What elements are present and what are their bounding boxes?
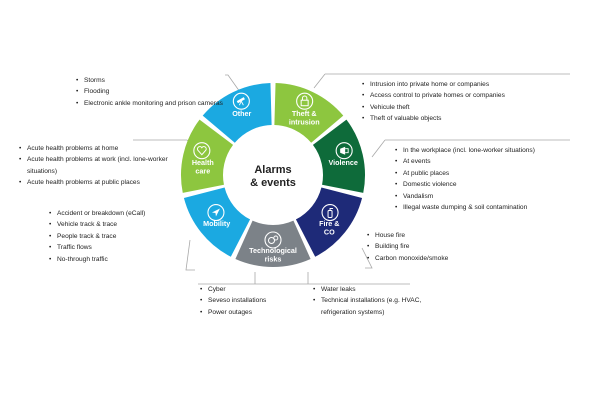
list-item: In the workplace (incl. lone-worker situ… [394,145,594,157]
segment-tech [235,220,311,267]
segment-theft [274,83,344,143]
list-item: Power outages [199,307,309,319]
segment-label: Health [192,158,214,167]
segment-label: CO [324,227,335,236]
list-item: Flooding [75,86,225,98]
list-item: Traffic flows [48,242,198,254]
list-item: Water leaks [312,284,422,296]
telescope-icon [232,92,250,110]
list-item: Electronic ankle monitoring and prison c… [75,98,225,110]
list-item: Carbon monoxide/smoke [366,253,516,265]
segment-label: Other [232,109,251,118]
list-item: At public places [394,168,594,180]
list-item: Cyber [199,284,309,296]
navigation-icon [207,203,225,222]
list-fire: House fireBuilding fireCarbon monoxide/s… [366,230,516,265]
list-item: At events [394,156,594,168]
list-item: No-through traffic [48,254,198,266]
list-item: Access control to private homes or compa… [361,90,561,102]
center-title: Alarms [254,164,291,176]
list-item: Acute health problems at work (incl. lon… [18,154,188,177]
list-violence: In the workplace (incl. lone-worker situ… [394,145,594,214]
list-other: StormsFloodingElectronic ankle monitorin… [75,75,225,110]
list-item: Domestic violence [394,179,594,191]
segment-other [202,83,272,143]
segment-label: Theft & [292,109,317,118]
segment-label: Fire & [319,219,339,228]
list-item: Accident or breakdown (eCall) [48,208,198,220]
list-theft: Intrusion into private home or companies… [361,79,561,125]
list-health: Acute health problems at homeAcute healt… [18,143,188,189]
lock-icon [296,92,314,110]
segment-label: intrusion [289,118,320,127]
segment-label: Technological [249,246,297,255]
center-subtitle: & events [250,177,296,189]
list-tech-right: Water leaksTechnical installations (e.g.… [312,284,422,318]
list-item: Vandalism [394,191,594,203]
segment-label: risks [265,255,282,264]
gears-icon [264,231,282,249]
list-item: Technical installations (e.g. HVAC, refr… [312,295,422,318]
segment-label: Violence [328,158,357,167]
list-item: Vehicle track & trace [48,219,198,231]
list-item: Storms [75,75,225,87]
list-item: Building fire [366,241,516,253]
extinguisher-icon [321,203,339,222]
segment-label: Mobility [203,219,230,228]
segment-fire [295,187,363,257]
heart-icon [193,142,211,160]
list-item: People track & trace [48,231,198,243]
connector-line [313,73,326,89]
list-item: Acute health problems at public places [18,177,188,189]
list-item: Theft of valuable objects [361,113,561,125]
segment-mobility [183,187,251,257]
connector-line [225,74,241,93]
list-item: Illegal waste dumping & soil contaminati… [394,202,594,214]
list-item: Seveso installations [199,295,309,307]
list-item: Intrusion into private home or companies [361,79,561,91]
list-tech-left: CyberSeveso installationsPower outages [199,284,309,319]
megaphone-icon [335,142,353,160]
connector-line [371,139,386,158]
list-item: House fire [366,230,516,242]
segment-label: care [195,166,210,175]
list-item: Acute health problems at home [18,143,188,155]
list-mobility: Accident or breakdown (eCall)Vehicle tra… [48,208,198,265]
list-item: Vehicule theft [361,102,561,114]
